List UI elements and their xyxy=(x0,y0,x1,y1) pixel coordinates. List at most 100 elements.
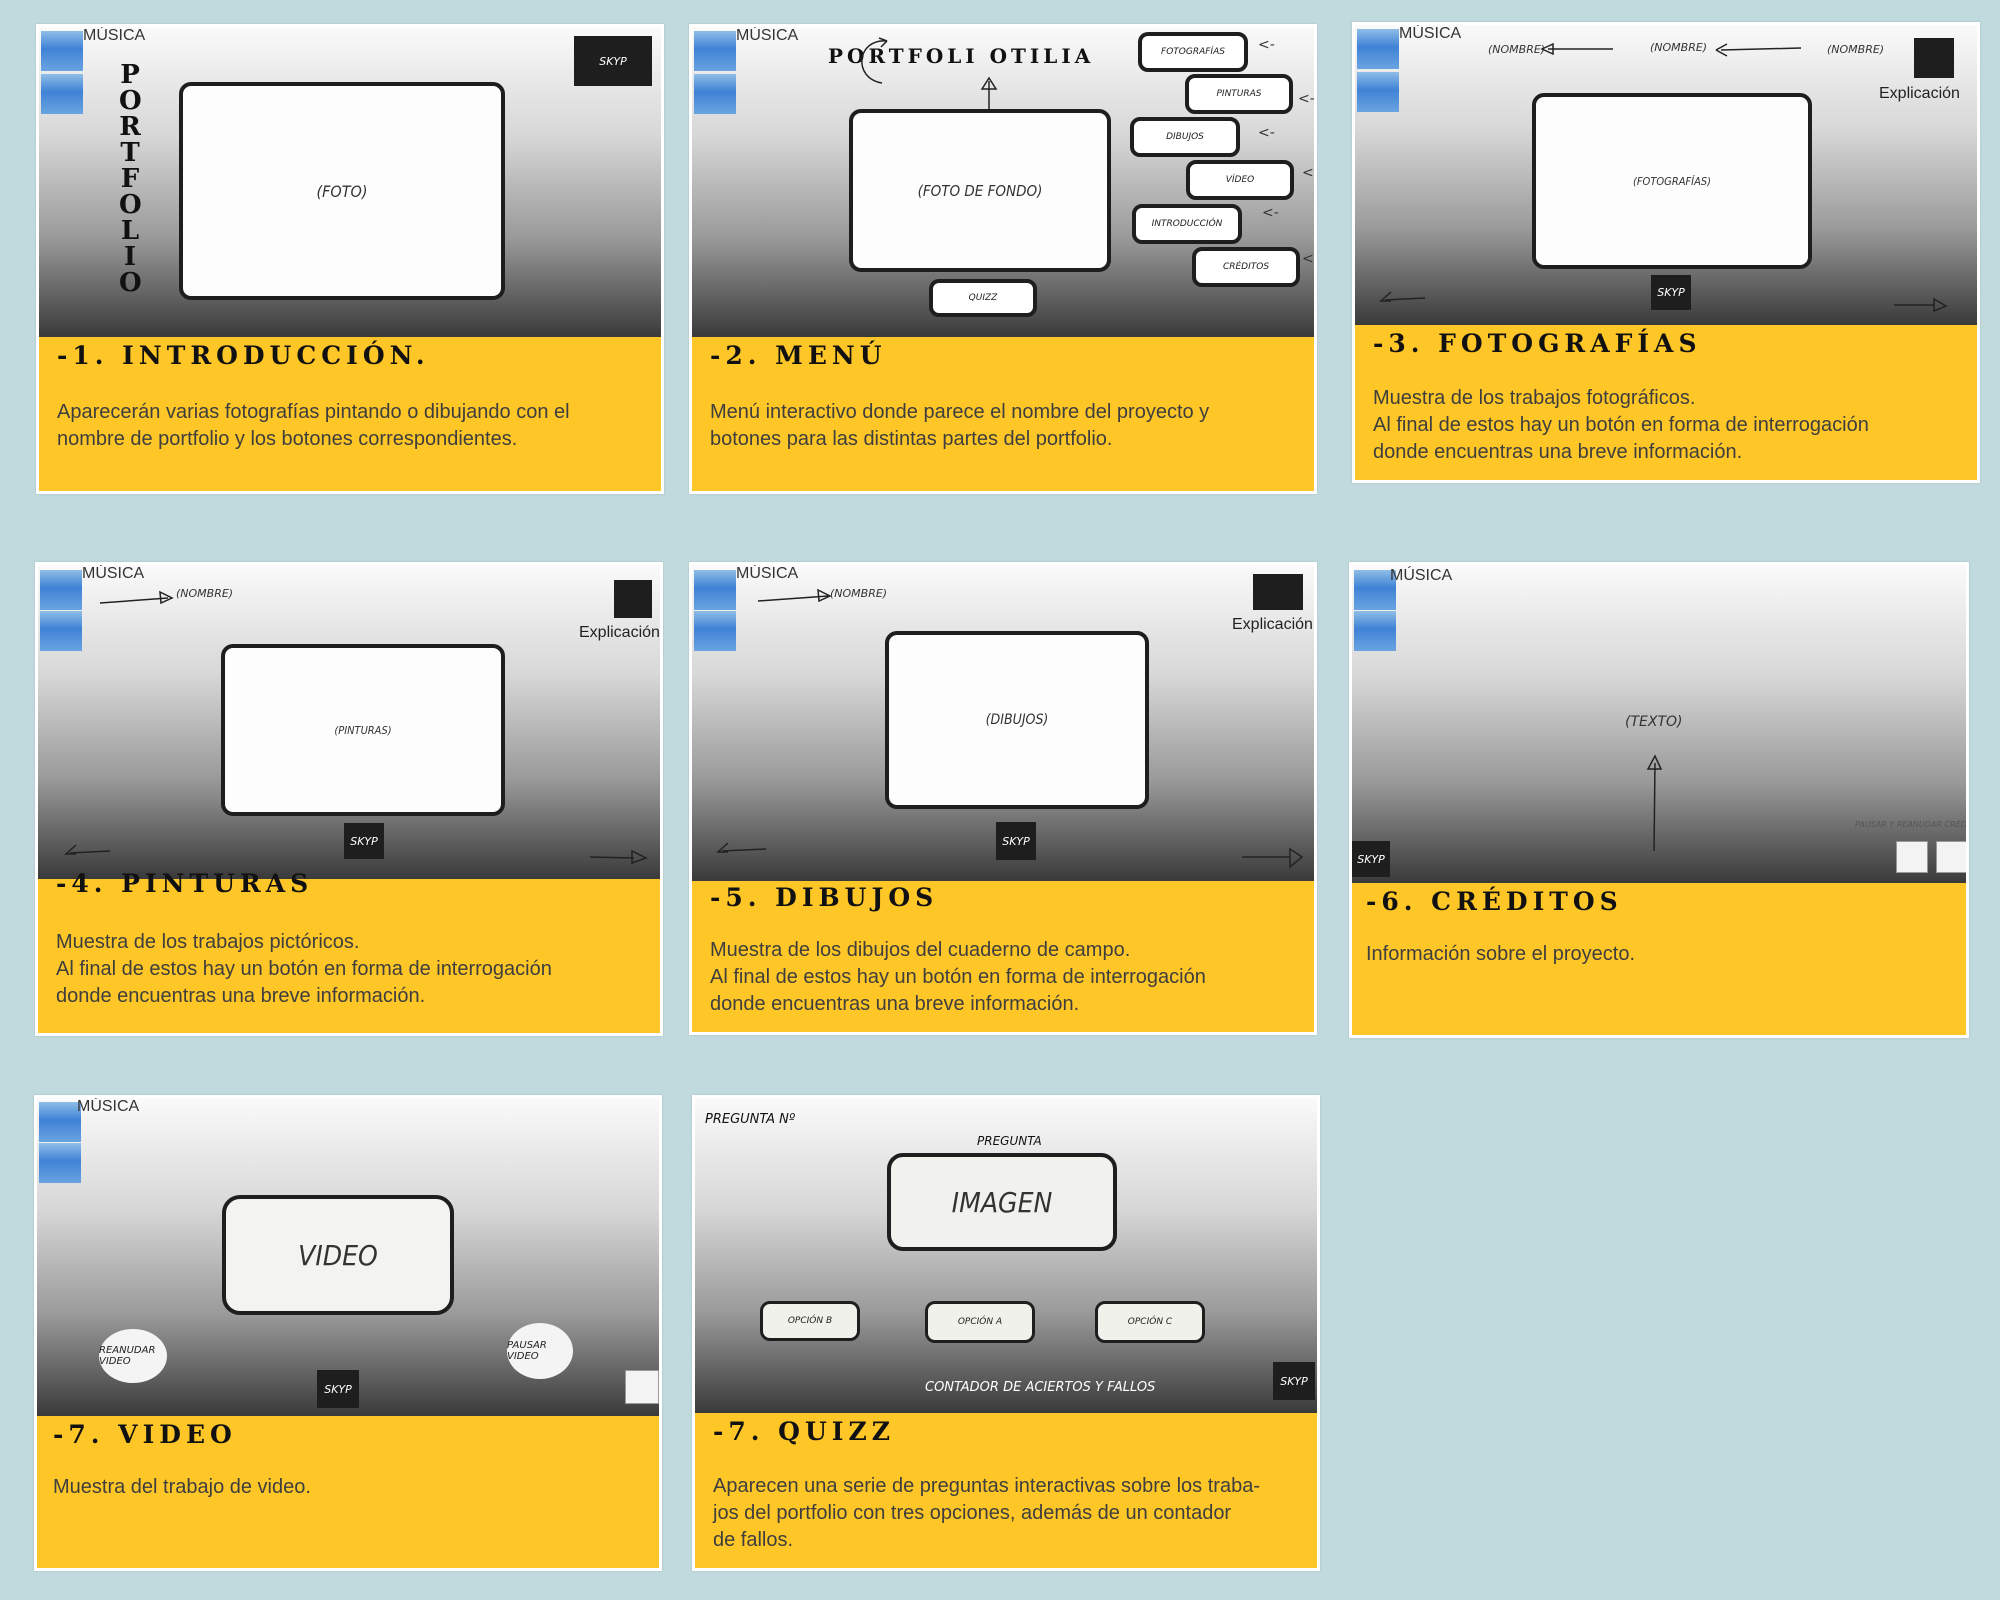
music-toggle-icon[interactable] xyxy=(1354,611,1396,651)
info-button[interactable] xyxy=(1253,574,1303,610)
resume-video-button[interactable]: REANUDAR VIDEO xyxy=(99,1329,167,1383)
up-arrow-icon xyxy=(980,76,998,113)
music-toggle-icon[interactable] xyxy=(40,611,82,651)
slide-introduccion: MÚSICA PORTFOLIO (FOTO) SKYP -1. INTRODU… xyxy=(36,24,664,494)
caption-text: Aparecen una serie de preguntas interact… xyxy=(713,1475,1260,1551)
slide-caption: -7. VIDEO Muestra del trabajo de video. xyxy=(37,1416,659,1568)
next-arrow-icon[interactable] xyxy=(1892,297,1948,313)
music-toggle-icon[interactable] xyxy=(694,611,736,651)
music-toggle-icon[interactable] xyxy=(41,31,83,71)
caption-title: -1. INTRODUCCIÓN. xyxy=(57,341,430,370)
music-toggle-icon[interactable] xyxy=(694,31,736,71)
music-toggle-icon[interactable] xyxy=(1357,72,1399,112)
menu-video-button[interactable]: VÍDEO xyxy=(1186,160,1294,200)
caption-title: -2. MENÚ xyxy=(710,341,887,370)
menu-pinturas-button[interactable]: PINTURAS xyxy=(1185,74,1293,114)
slide-screen: MÚSICA (NOMBRE) Explicación (PINTURAS) S… xyxy=(38,565,660,879)
explicacion-label: Explicación xyxy=(579,624,660,641)
slide-dibujos: MÚSICA (NOMBRE) Explicación (DIBUJOS) SK… xyxy=(689,562,1317,1035)
skip-button[interactable]: SKYP xyxy=(574,36,652,86)
caption-title: -7. QUIZZ xyxy=(713,1417,895,1446)
explicacion-label: Explicación xyxy=(1232,616,1313,633)
skip-button[interactable]: SKYP xyxy=(317,1370,359,1408)
slide-screen: MÚSICA PORTFOLIO (FOTO) SKYP xyxy=(39,27,661,337)
slide-menu: MÚSICA PORTFOLI OTILIA (FOTO DE FONDO) Q… xyxy=(689,24,1317,494)
musica-label: MÚSICA xyxy=(736,565,799,582)
caption-text: Muestra de los trabajos pictóricos. Al f… xyxy=(56,931,552,1007)
paintings-frame: (PINTURAS) xyxy=(221,644,505,816)
menu-introduccion-button[interactable]: INTRODUCCIÓN xyxy=(1132,204,1242,244)
curved-arrow-icon xyxy=(861,37,888,84)
music-toggle-icon[interactable] xyxy=(40,570,82,610)
caption-title: -5. DIBUJOS xyxy=(710,883,939,912)
music-toggle-icon[interactable] xyxy=(1354,570,1396,610)
menu-fotografias-button[interactable]: FOTOGRAFÍAS xyxy=(1138,32,1248,72)
skip-button[interactable]: SKYP xyxy=(344,823,384,859)
slide-creditos: MÚSICA (TEXTO) PAUSAR Y REANUDAR CRÉDITO… xyxy=(1349,562,1969,1038)
music-toggle-icon[interactable] xyxy=(1357,29,1399,69)
caption-title: -7. VIDEO xyxy=(53,1420,237,1449)
prev-arrow-icon[interactable] xyxy=(62,843,112,859)
caption-title: -4. PINTURAS xyxy=(56,869,314,898)
portfolio-vertical-title: PORTFOLIO xyxy=(119,60,142,298)
info-button[interactable] xyxy=(1914,38,1954,78)
musica-label: MÚSICA xyxy=(1390,567,1453,584)
arrow-mark: <- xyxy=(1262,205,1279,221)
menu-dibujos-button[interactable]: DIBUJOS xyxy=(1130,117,1240,157)
slide-caption: -4. PINTURAS Muestra de los trabajos pic… xyxy=(38,869,660,1033)
musica-label: MÚSICA xyxy=(77,1098,140,1115)
credits-text-label: (TEXTO) xyxy=(1625,714,1683,730)
musica-label: MÚSICA xyxy=(1399,25,1462,42)
skip-button[interactable]: SKYP xyxy=(1352,841,1390,877)
arrow-mark: <- xyxy=(1298,91,1314,107)
prev-arrow-icon[interactable] xyxy=(714,841,768,857)
arrow-mark: <- xyxy=(1302,165,1314,181)
option-c-button[interactable]: OPCIÓN C xyxy=(1095,1301,1205,1343)
skip-button[interactable]: SKYP xyxy=(1273,1362,1315,1400)
pause-video-button[interactable]: PAUSAR VIDEO xyxy=(507,1323,573,1379)
menu-creditos-button[interactable]: CRÉDITOS xyxy=(1192,247,1300,287)
portfolio-title: PORTFOLI OTILIA xyxy=(828,44,1095,68)
slide-caption: -3. FOTOGRAFÍAS Muestra de los trabajos … xyxy=(1355,325,1977,480)
prev-arrow-icon[interactable] xyxy=(1377,290,1427,306)
option-a-button[interactable]: OPCIÓN A xyxy=(925,1301,1035,1343)
background-photo-frame: (FOTO DE FONDO) xyxy=(849,109,1111,272)
pause-credits-label: PAUSAR Y REANUDAR CRÉDITO xyxy=(1855,820,1966,829)
musica-label: MÚSICA xyxy=(736,27,799,44)
info-button[interactable] xyxy=(614,580,652,618)
question-number-label: PREGUNTA Nº xyxy=(705,1112,796,1127)
slide-caption: -7. QUIZZ Aparecen una serie de pregunta… xyxy=(695,1413,1317,1568)
score-counter-label: CONTADOR DE ACIERTOS Y FALLOS xyxy=(925,1380,1156,1395)
skip-button[interactable]: SKYP xyxy=(1651,275,1691,310)
music-toggle-icon[interactable] xyxy=(694,74,736,114)
arrow-mark: <- xyxy=(1302,251,1314,267)
slide-screen: MÚSICA (TEXTO) PAUSAR Y REANUDAR CRÉDITO… xyxy=(1352,565,1966,883)
slide-video: MÚSICA VIDEO REANUDAR VIDEO PAUSAR VIDEO… xyxy=(34,1095,662,1571)
music-toggle-icon[interactable] xyxy=(41,74,83,114)
music-toggle-icon[interactable] xyxy=(39,1143,81,1183)
music-toggle-icon[interactable] xyxy=(39,1102,81,1142)
caption-title: -3. FOTOGRAFÍAS xyxy=(1373,329,1702,358)
fullscreen-button[interactable] xyxy=(625,1370,659,1404)
next-arrow-icon[interactable] xyxy=(588,849,648,865)
photos-frame: (FOTOGRAFÍAS) xyxy=(1532,93,1812,269)
pause-credits-button[interactable] xyxy=(1896,841,1928,873)
explicacion-label: Explicación xyxy=(1879,85,1960,102)
slide-caption: -6. CRÉDITOS Información sobre el proyec… xyxy=(1352,883,1966,1035)
option-b-button[interactable]: OPCIÓN B xyxy=(760,1301,860,1341)
photo-frame: (FOTO) xyxy=(179,82,505,300)
skip-button[interactable]: SKYP xyxy=(996,822,1036,860)
quiz-button[interactable]: QUIZZ xyxy=(929,279,1037,317)
next-arrow-icon[interactable] xyxy=(1240,847,1304,871)
drawings-frame: (DIBUJOS) xyxy=(885,631,1149,809)
arrow-right-icon xyxy=(757,588,832,603)
slide-caption: -1. INTRODUCCIÓN. Aparecerán varias foto… xyxy=(39,337,661,491)
caption-text: Muestra de los trabajos fotográficos. Al… xyxy=(1373,387,1869,463)
photo-name-label: (NOMBRE) xyxy=(1827,43,1885,56)
resume-credits-button[interactable] xyxy=(1936,841,1966,873)
caption-text: Muestra del trabajo de video. xyxy=(53,1476,311,1498)
arrow-left-icon xyxy=(1715,43,1802,57)
slide-fotografias: MÚSICA (NOMBRE) (NOMBRE) (NOMBRE) Explic… xyxy=(1352,22,1980,483)
caption-text: Muestra de los dibujos del cuaderno de c… xyxy=(710,939,1206,1015)
music-toggle-icon[interactable] xyxy=(694,570,736,610)
